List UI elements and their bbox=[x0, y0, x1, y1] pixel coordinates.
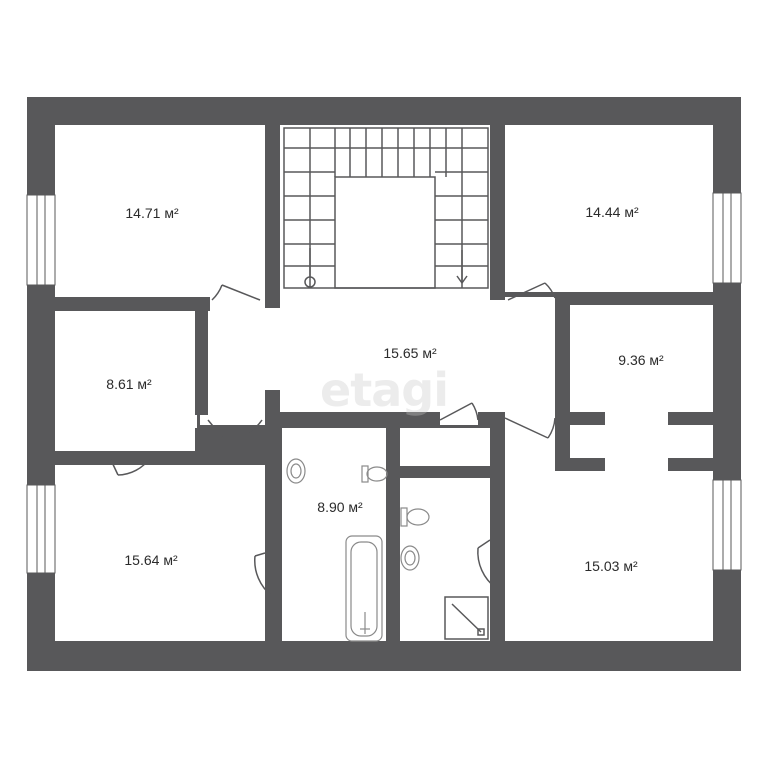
wall-segment bbox=[490, 428, 505, 538]
wall-segment bbox=[386, 428, 400, 641]
watermark: etagi bbox=[320, 363, 449, 417]
wall-segment bbox=[195, 428, 208, 465]
window bbox=[712, 192, 742, 284]
room-area-label: 15.64 м² bbox=[124, 552, 178, 568]
wall-segment bbox=[265, 596, 282, 641]
window bbox=[26, 484, 56, 574]
bathtub bbox=[345, 535, 383, 642]
wall-segment bbox=[490, 588, 505, 641]
floor-hall-upper bbox=[265, 285, 505, 305]
room-area-label: 14.44 м² bbox=[585, 204, 639, 220]
room-area-label: 8.61 м² bbox=[106, 376, 152, 392]
floor-room-sw bbox=[55, 465, 265, 641]
room-area-label: 9.36 м² bbox=[618, 352, 664, 368]
wall-segment bbox=[195, 297, 208, 415]
floor-stair bbox=[280, 125, 492, 300]
floor-room-east-small bbox=[570, 305, 713, 413]
wall-segment bbox=[555, 292, 713, 305]
window bbox=[26, 194, 56, 286]
floor-bath bbox=[282, 428, 386, 641]
wall-segment bbox=[668, 458, 713, 471]
room-area-label: 15.03 м² bbox=[584, 558, 638, 574]
toilet bbox=[361, 465, 388, 483]
sink bbox=[400, 545, 420, 571]
wall-segment bbox=[55, 297, 210, 311]
wall-segment bbox=[668, 412, 713, 425]
room-area-label: 8.90 м² bbox=[317, 499, 363, 515]
room-area-label: 14.71 м² bbox=[125, 205, 179, 221]
floor-wc-top bbox=[400, 428, 490, 466]
wall-segment bbox=[478, 412, 505, 428]
window bbox=[712, 479, 742, 571]
wall-segment bbox=[555, 412, 605, 425]
wall-segment bbox=[265, 428, 282, 548]
wall-segment bbox=[265, 412, 440, 428]
wall-segment bbox=[265, 125, 280, 308]
wall-segment bbox=[555, 458, 605, 471]
wall-segment bbox=[490, 125, 505, 300]
room-area-label: 15.65 м² bbox=[383, 345, 437, 361]
wall-segment bbox=[55, 451, 110, 465]
floor-room-west-small bbox=[55, 311, 197, 451]
toilet bbox=[400, 507, 430, 527]
wall-segment bbox=[400, 466, 490, 478]
floor-room-nw bbox=[55, 125, 265, 297]
shower-tray bbox=[444, 596, 489, 640]
door bbox=[109, 282, 556, 597]
floor-room-ne bbox=[505, 125, 713, 292]
staircase bbox=[283, 127, 489, 289]
wall-segment bbox=[150, 451, 208, 465]
sink bbox=[286, 458, 306, 484]
wall-segment bbox=[555, 292, 570, 412]
